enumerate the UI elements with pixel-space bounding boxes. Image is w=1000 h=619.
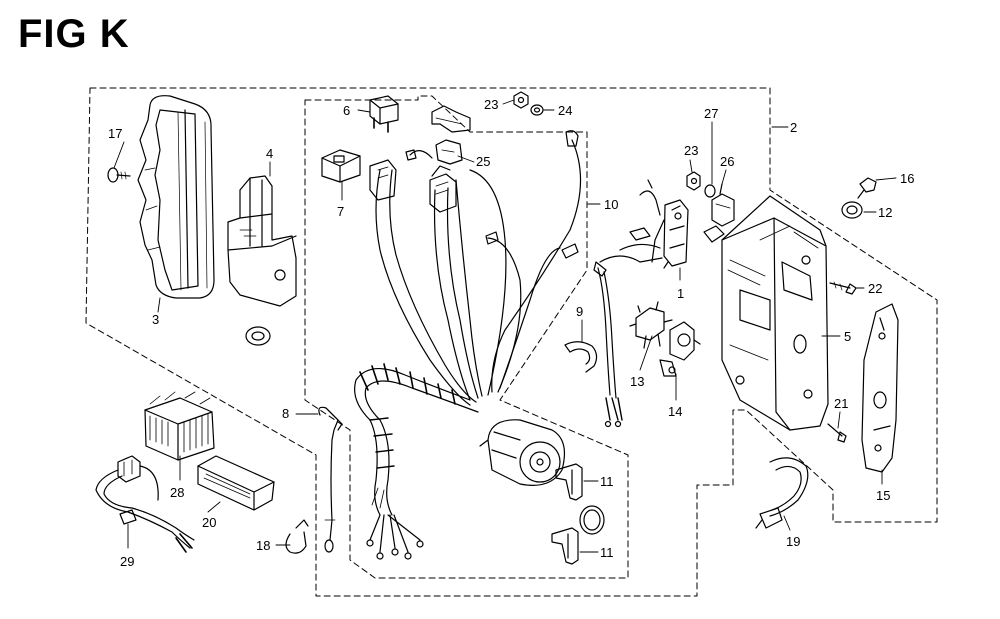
part-27-washer: [704, 184, 716, 198]
callout-24: 24: [558, 103, 572, 118]
callout-26: 26: [720, 154, 734, 169]
part-11-connector-upper: [555, 463, 583, 501]
part-7-connector-cap: [321, 149, 361, 183]
part-11-connector-lower: [551, 527, 579, 565]
part-28-regulator: [144, 391, 215, 461]
part-22-screw: [829, 281, 857, 295]
part-6-relay: [369, 95, 399, 133]
assembly-outline-main: [85, 87, 938, 597]
callout-23-top: 23: [484, 97, 498, 112]
callout-21: 21: [834, 396, 848, 411]
callout-11-upper: 11: [600, 474, 614, 489]
callout-22: 22: [868, 281, 882, 296]
assembly-outline-harness: [304, 95, 629, 579]
harness-connector-plug-right: [429, 165, 457, 213]
part-4-bracket: [227, 175, 297, 307]
leader-lines: [113, 99, 897, 553]
part-10-wire-harness: [354, 139, 582, 560]
part-15-side-panel: [861, 303, 899, 473]
callout-5: 5: [844, 329, 851, 344]
figure-title: FIG K: [18, 12, 130, 56]
callout-23-right: 23: [684, 143, 698, 158]
callout-13: 13: [630, 374, 644, 389]
callout-16: 16: [900, 171, 914, 186]
part-19-cable-tie: [755, 457, 809, 529]
callout-6: 6: [343, 103, 350, 118]
part-24-washer: [530, 104, 544, 116]
part-17-screw: [107, 167, 131, 183]
part-13-switch-bracket: [629, 301, 673, 349]
callout-4: 4: [266, 146, 273, 161]
part-9-clip: [564, 341, 598, 373]
part-12-cap: [841, 201, 863, 219]
part-23-nut-top: [513, 91, 529, 109]
part-25-fuse-holder: [431, 105, 471, 165]
callout-14: 14: [668, 404, 682, 419]
part-21-screw: [827, 423, 847, 443]
callout-10: 10: [604, 197, 618, 212]
callout-17: 17: [108, 126, 122, 141]
callout-15: 15: [876, 488, 890, 503]
starter-solenoid: [479, 419, 565, 486]
part-23-nut-right: [686, 171, 701, 191]
callout-28: 28: [170, 485, 184, 500]
o-ring: [579, 505, 605, 535]
part-20-rubber-pad: [197, 455, 275, 511]
part-29-wire-connector: [95, 455, 195, 553]
callout-labels: 1 2 3 4 5 6 7 8 9 10 11 11 12 13 14 15 1…: [108, 97, 914, 569]
callout-20: 20: [202, 515, 216, 530]
callout-18: 18: [256, 538, 270, 553]
harness-connector-plug-left: [369, 159, 397, 201]
callout-9: 9: [576, 304, 583, 319]
part-16-screw: [857, 177, 877, 199]
part-26-bracket: [703, 183, 735, 243]
callout-1: 1: [677, 286, 684, 301]
grommet: [245, 326, 271, 346]
harness-terminal-top: [405, 130, 579, 259]
callout-7: 7: [337, 204, 344, 219]
part-14-key-switch: [659, 321, 701, 377]
callout-2: 2: [790, 120, 797, 135]
part-5-control-panel: [721, 195, 829, 431]
part-3-cover: [137, 95, 215, 299]
part-8-wire: [318, 406, 343, 553]
callout-3: 3: [152, 312, 159, 327]
part-18-clip: [285, 519, 309, 554]
callout-25: 25: [476, 154, 490, 169]
callout-8: 8: [282, 406, 289, 421]
callout-12: 12: [878, 205, 892, 220]
callout-11-lower: 11: [600, 545, 614, 560]
callout-29: 29: [120, 554, 134, 569]
part-1-switch-assembly: [593, 179, 689, 428]
callout-19: 19: [786, 534, 800, 549]
callout-27: 27: [704, 106, 718, 121]
